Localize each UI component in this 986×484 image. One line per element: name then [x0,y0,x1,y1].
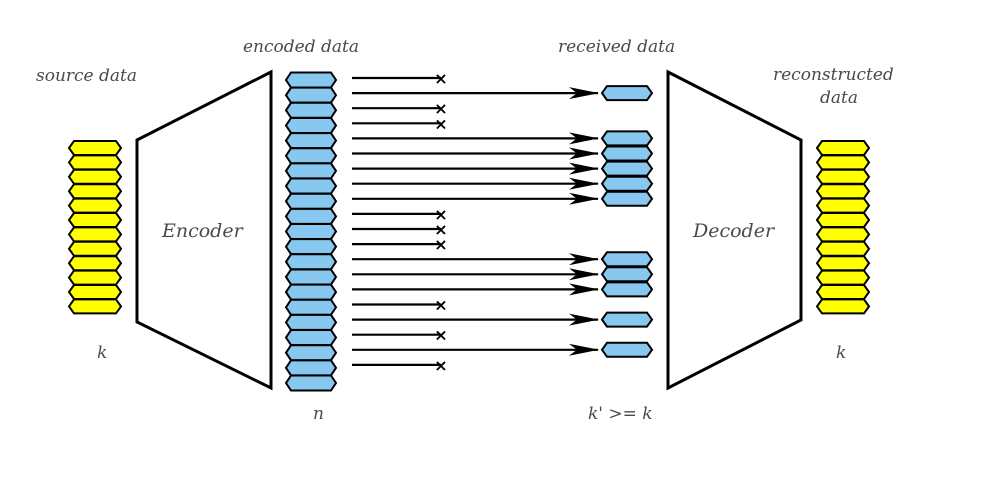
reconstructed-data-label-line2: data [820,88,858,108]
encoded-block [284,101,338,119]
encoded-block [284,253,338,271]
lost-packet-cross-icon: × [434,296,447,315]
encoded-block [284,207,338,225]
encoded-block [284,268,338,286]
received-block [600,251,654,268]
encoded-block [284,223,338,240]
reconstructed-block [815,183,871,200]
source-block [67,154,123,171]
reconstructed-block [815,154,871,171]
encoded-block [284,374,338,392]
reconstructed-block [815,240,871,257]
reconstructed-data-label-line1: reconstructed [773,65,894,85]
encoded-block [284,86,338,104]
received-block [600,175,654,192]
encoded-block [284,116,338,134]
reconstructed-block [815,168,871,185]
decoder-trapezoid [666,69,803,391]
lost-packet-cross-icon: × [434,69,447,88]
source-block [67,168,123,185]
received-block [600,130,654,147]
source-data-stack [67,140,123,315]
encoded-data-label: encoded data [243,37,359,57]
k-source-label: k [97,343,108,363]
encoded-block [284,132,338,150]
source-block [67,269,123,286]
lost-packet-cross-icon: × [434,326,447,345]
source-block [67,183,123,200]
encoded-block [284,344,338,362]
received-block [600,281,654,298]
n-encoded-label: n [313,404,324,424]
encoded-block [284,238,338,256]
received-data-stack [600,85,654,358]
source-block [67,284,123,300]
reconstructed-block [815,226,871,243]
decoder-label: Decoder [693,220,775,242]
received-block [600,341,654,358]
reconstructed-block [815,212,871,228]
transmission-lines: ××××××××× [352,69,599,375]
encoded-block [284,283,338,301]
received-block [600,160,654,177]
k-received-label: k' >= k [588,404,653,424]
encoded-block [284,298,338,316]
lost-packet-cross-icon: × [434,356,447,375]
received-block [600,145,654,162]
received-block [600,85,654,102]
encoded-block [284,359,338,377]
lost-packet-cross-icon: × [434,235,447,254]
encoded-block [284,162,338,180]
lost-packet-cross-icon: × [434,114,447,133]
reconstructed-block [815,284,871,300]
received-block [600,266,654,283]
source-block [67,298,123,315]
source-block [67,226,123,243]
encoded-block [284,177,338,195]
encoded-block [284,147,338,165]
source-block [67,140,123,156]
encoded-block [284,313,338,331]
received-data-label: received data [558,37,676,57]
reconstructed-block [815,197,871,214]
encoded-block [284,329,338,347]
source-block [67,212,123,228]
received-block [600,311,654,328]
reconstructed-block [815,298,871,315]
lost-packet-cross-icon: × [434,220,447,239]
source-block [67,240,123,257]
lost-packet-cross-icon: × [434,205,447,224]
source-block [67,197,123,214]
reconstructed-data-stack [815,140,871,315]
k-reconstructed-label: k [836,343,847,363]
encoder-trapezoid [135,69,273,391]
reconstructed-block [815,255,871,272]
encoded-data-stack [284,71,338,392]
encoder-label: Encoder [162,220,243,242]
received-block [600,190,654,207]
encoded-block [284,71,338,89]
source-data-label: source data [36,66,138,86]
source-block [67,255,123,272]
lost-packet-cross-icon: × [434,99,447,118]
reconstructed-block [815,269,871,286]
reconstructed-block [815,140,871,156]
encoded-block [284,192,338,210]
